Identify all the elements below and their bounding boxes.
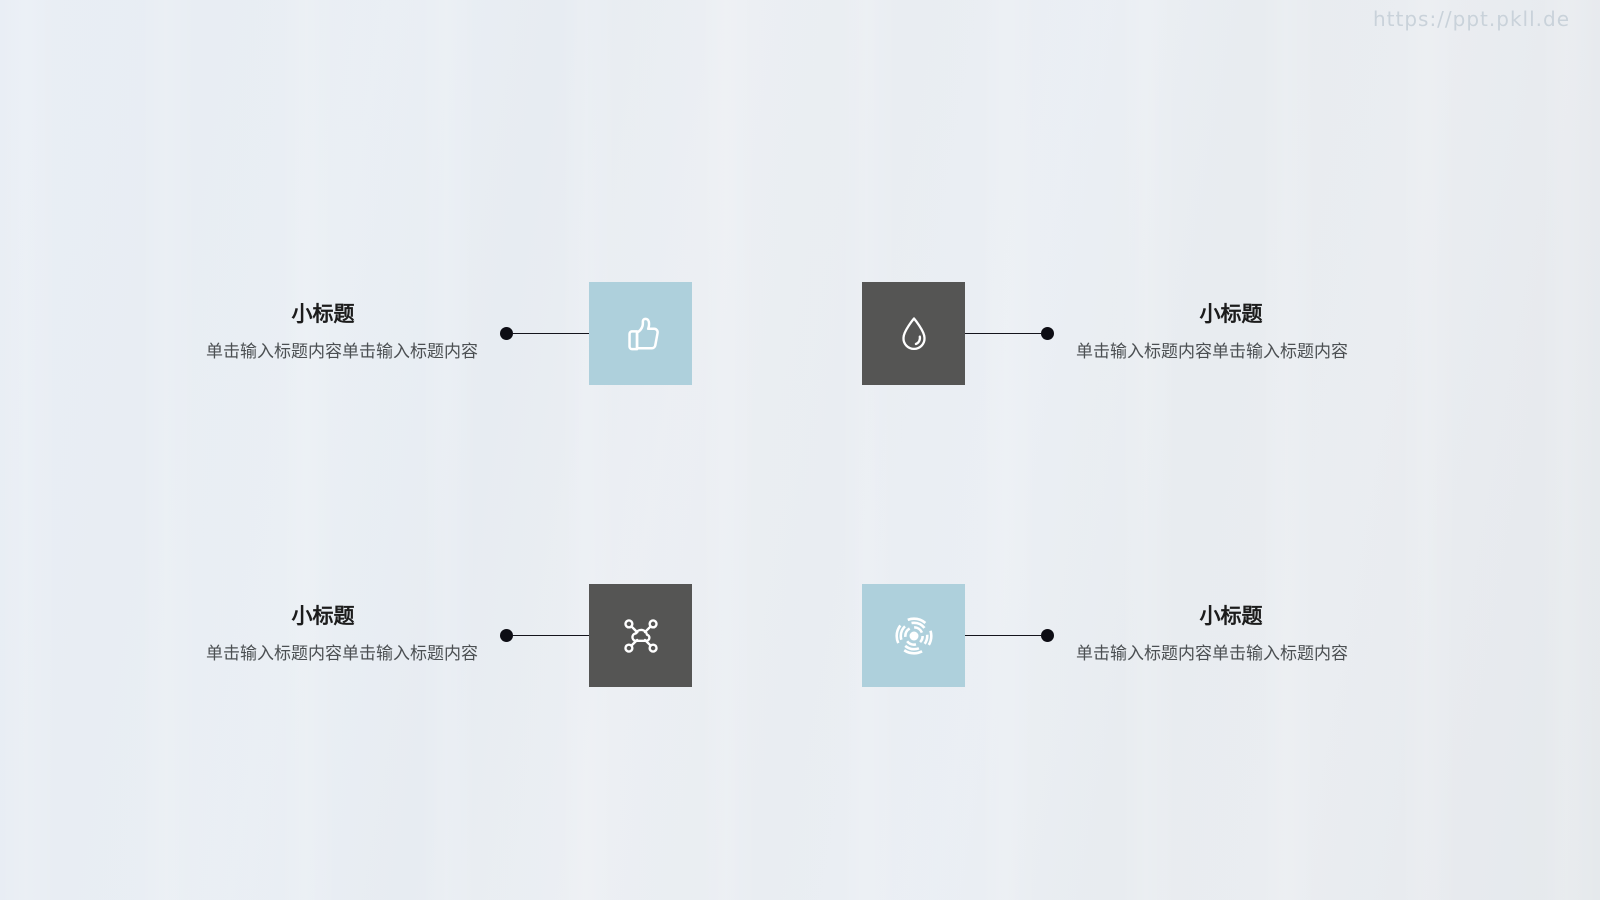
infographic-item-1[interactable]: 小标题 单击输入标题内容单击输入标题内容 — [168, 282, 692, 385]
item-4-text-block: 小标题 单击输入标题内容单击输入标题内容 — [1076, 604, 1386, 667]
item-3-connector-line — [513, 634, 589, 637]
infographic-item-4[interactable]: 小标题 单击输入标题内容单击输入标题内容 — [862, 584, 1386, 687]
item-1-connector-dot — [500, 327, 513, 340]
infographic-item-3[interactable]: 小标题 单击输入标题内容单击输入标题内容 — [168, 584, 692, 687]
cloud-network-icon — [616, 611, 666, 661]
item-2-connector-line — [965, 332, 1041, 335]
item-2-text-block: 小标题 单击输入标题内容单击输入标题内容 — [1076, 302, 1386, 365]
item-4-connector-line — [965, 634, 1041, 637]
item-2-connector-dot — [1041, 327, 1054, 340]
water-drop-icon — [890, 310, 938, 358]
item-3-title: 小标题 — [291, 604, 355, 628]
item-1-icon-tile[interactable] — [589, 282, 692, 385]
item-2-title: 小标题 — [1199, 302, 1263, 326]
item-4-title: 小标题 — [1199, 604, 1263, 628]
item-3-connector-dot — [500, 629, 513, 642]
item-3-connector — [500, 629, 589, 643]
item-4-connector — [965, 629, 1054, 643]
item-4-description: 单击输入标题内容单击输入标题内容 — [1076, 644, 1348, 664]
target-radar-icon — [889, 611, 939, 661]
item-2-description: 单击输入标题内容单击输入标题内容 — [1076, 342, 1348, 362]
infographic-item-2[interactable]: 小标题 单击输入标题内容单击输入标题内容 — [862, 282, 1386, 385]
item-1-connector-line — [513, 332, 589, 335]
item-2-connector — [965, 327, 1054, 341]
item-3-text-block: 小标题 单击输入标题内容单击输入标题内容 — [168, 604, 478, 667]
item-3-description: 单击输入标题内容单击输入标题内容 — [206, 644, 478, 664]
thumbs-up-icon — [616, 309, 666, 359]
item-1-text-block: 小标题 单击输入标题内容单击输入标题内容 — [168, 302, 478, 365]
item-4-connector-dot — [1041, 629, 1054, 642]
item-3-icon-tile[interactable] — [589, 584, 692, 687]
item-2-icon-tile[interactable] — [862, 282, 965, 385]
item-1-title: 小标题 — [291, 302, 355, 326]
item-1-connector — [500, 327, 589, 341]
item-4-icon-tile[interactable] — [862, 584, 965, 687]
watermark-url: https://ppt.pkll.de — [1372, 7, 1570, 31]
item-1-description: 单击输入标题内容单击输入标题内容 — [206, 342, 478, 362]
